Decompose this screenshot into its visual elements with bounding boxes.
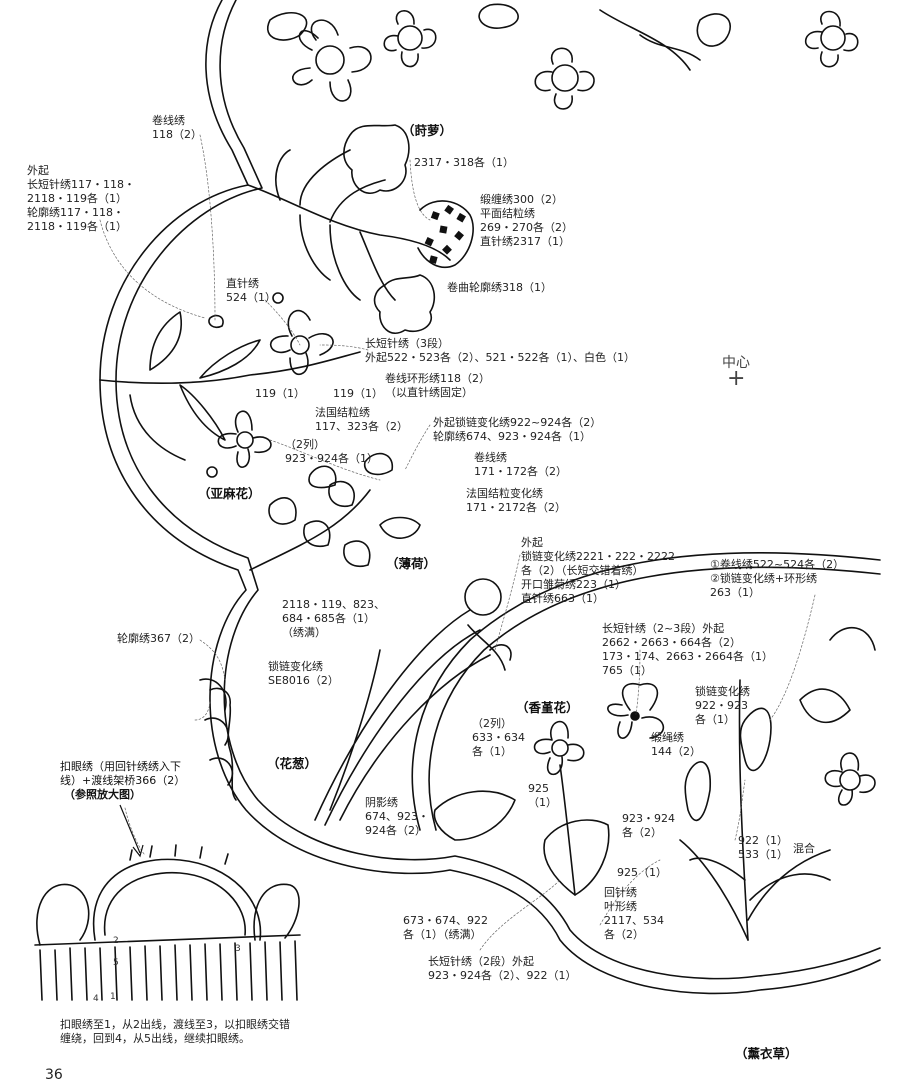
plant-name-mint: （薄荷）	[386, 556, 437, 571]
plant-name-chive: （花葱）	[267, 756, 318, 771]
label-two-rows-b: （2列） 633・634 各（1）	[472, 717, 525, 758]
arrow-to-enlarged	[119, 804, 144, 858]
page-number: 36	[45, 1067, 63, 1083]
label-chain-lavender: 锁链变化绣 922・923 各（1）	[695, 685, 750, 726]
label-outer-left: 外起 长短针绣117・118・ 2118・119各（1） 轮廓绣117・118・…	[27, 164, 135, 233]
label-coil-stitch-top: 卷线绣 118（2）	[152, 114, 202, 141]
plant-name-violet: （香堇花）	[516, 700, 579, 715]
label-chain-se8016: 锁链变化绣 SE8016（2）	[268, 660, 339, 687]
label-fill-bottom: 673・674、922 各（1）（绣满）	[403, 914, 488, 941]
label-violet-top: 外起 锁链变化绣2221・222・2222 各（2）（长短交错着绣） 开口雏菊绣…	[521, 536, 675, 605]
label-lavender-top: ①卷线绣522~524各（2） ②锁链变化绣+环形绣 263（1）	[710, 558, 845, 599]
label-french-variant: 法国结粒变化绣 171・2172各（2）	[466, 487, 566, 514]
label-long-short-3: 长短针绣（3段） 外起522・523各（2）、521・522各（1）、白色（1）	[365, 337, 635, 364]
label-923-924: 923・924 各（2）	[622, 812, 675, 839]
label-french-knot: 法国结粒绣 117、323各（2）	[315, 406, 408, 433]
label-chain-outline: 外起锁链变化绣922~924各（2） 轮廓绣674、923・924各（1）	[433, 416, 602, 443]
label-long-short-2: 长短针绣（2段）外起 923・924各（2）、922（1）	[428, 955, 577, 982]
label-long-short-2-3: 长短针绣（2~3段）外起 2662・2663・664各（2） 173・174、2…	[602, 622, 773, 677]
step-number: 1	[110, 992, 116, 1002]
label-925-a: 925 （1）	[528, 782, 557, 809]
step-number: 5	[113, 958, 119, 968]
label-119-b: 119（1）	[333, 387, 383, 400]
dill-sprig	[247, 124, 474, 335]
label-coil-mid: 卷线绣 171・172各（2）	[474, 451, 567, 478]
label-satin-cord: 缎绳绣 144（2）	[651, 731, 701, 758]
label-two-rows: （2列） 923・924各（1）	[285, 438, 378, 465]
label-see-enlarged: （参照放大图）	[64, 788, 141, 801]
mint-sprig	[249, 452, 421, 571]
label-dill-stitches: 缎缠绣300（2） 平面结粒绣 269・270各（2） 直针绣2317（1）	[480, 193, 573, 248]
buttonhole-instructions: 扣眼绣至1，从2出线，渡线至3，以扣眼绣交错 缠绕，回到4，从5出线，继续扣眼绣…	[60, 1018, 290, 1045]
label-backstitch-leaf: 回针绣 叶形绣 2117、534 各（2）	[604, 886, 664, 941]
center-cross-icon: +	[727, 366, 746, 391]
label-coil-ring: 卷线环形绣118（2） （以直针绣固定）	[385, 372, 490, 399]
label-dill-curl: 卷曲轮廓绣318（1）	[447, 281, 552, 294]
violet-plant	[433, 683, 665, 896]
label-shadow-stitch: 阴影绣 674、923・ 924各（2）	[365, 796, 429, 837]
scallop-border	[99, 0, 881, 995]
dill-knots	[424, 204, 466, 264]
step-number: 4	[93, 994, 99, 1004]
label-mix-values: 922（1） 533（1）	[738, 834, 788, 861]
lavender-plant	[679, 626, 876, 941]
step-number: 3	[235, 944, 241, 954]
label-buttonhole: 扣眼绣（用回针绣绣入下 线）+渡线架桥366（2）	[60, 760, 186, 787]
buttonhole-enlarged	[34, 844, 301, 1001]
label-119-a: 119（1）	[255, 387, 305, 400]
step-number: 2	[113, 936, 119, 946]
leader-lines	[99, 134, 816, 951]
plant-name-dill: （莳萝）	[402, 123, 453, 138]
center-label: 中心	[722, 355, 750, 371]
label-outline-367: 轮廓绣367（2）	[117, 632, 200, 645]
label-straight-stitch: 直针绣 524（1）	[226, 277, 276, 304]
plant-name-lavender: （薰衣草）	[735, 1046, 798, 1061]
plant-name-flax: （亚麻花）	[198, 486, 261, 501]
flax-branch	[99, 292, 361, 478]
chive-plant	[199, 578, 512, 826]
label-mix: 混合	[793, 842, 815, 855]
top-flowers	[267, 3, 859, 110]
label-dill-stem: 2317・318各（1）	[414, 156, 514, 169]
label-925-b: 925（1）	[617, 866, 667, 879]
label-mint-fill: 2118・119、823、 684・685各（1） （绣满）	[282, 598, 385, 639]
